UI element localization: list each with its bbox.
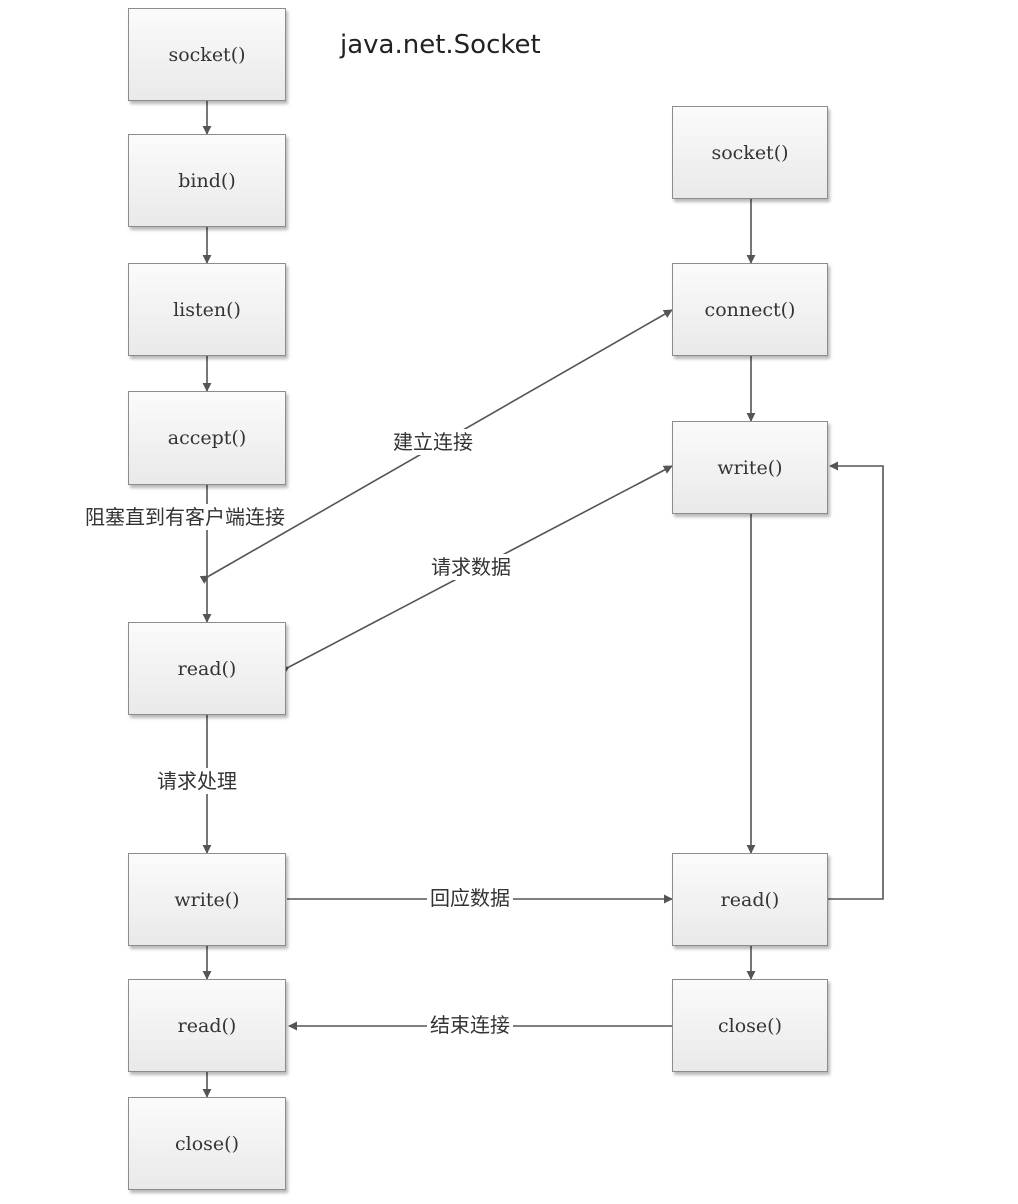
label-request-data: 请求数据 [428, 554, 514, 580]
server-accept-box: accept() [128, 391, 286, 485]
diagram-title: java.net.Socket [340, 30, 541, 60]
label-end-connection: 结束连接 [427, 1012, 513, 1038]
server-listen-box: listen() [128, 263, 286, 356]
label-response-data: 回应数据 [427, 885, 513, 911]
label-establish-connection: 建立连接 [390, 429, 476, 455]
server-read-box-2: read() [128, 979, 286, 1072]
client-connect-box: connect() [672, 263, 828, 356]
label-block-until-connect: 阻塞直到有客户端连接 [82, 504, 288, 530]
client-write-box: write() [672, 421, 828, 514]
server-read-box: read() [128, 622, 286, 715]
server-bind-box: bind() [128, 134, 286, 227]
client-socket-box: socket() [672, 106, 828, 199]
server-write-box: write() [128, 853, 286, 946]
label-request-processing: 请求处理 [154, 768, 240, 794]
server-socket-box: socket() [128, 8, 286, 101]
client-close-box: close() [672, 979, 828, 1072]
server-close-box: close() [128, 1097, 286, 1190]
edge-loop-read-write [828, 461, 884, 900]
client-read-box: read() [672, 853, 828, 946]
